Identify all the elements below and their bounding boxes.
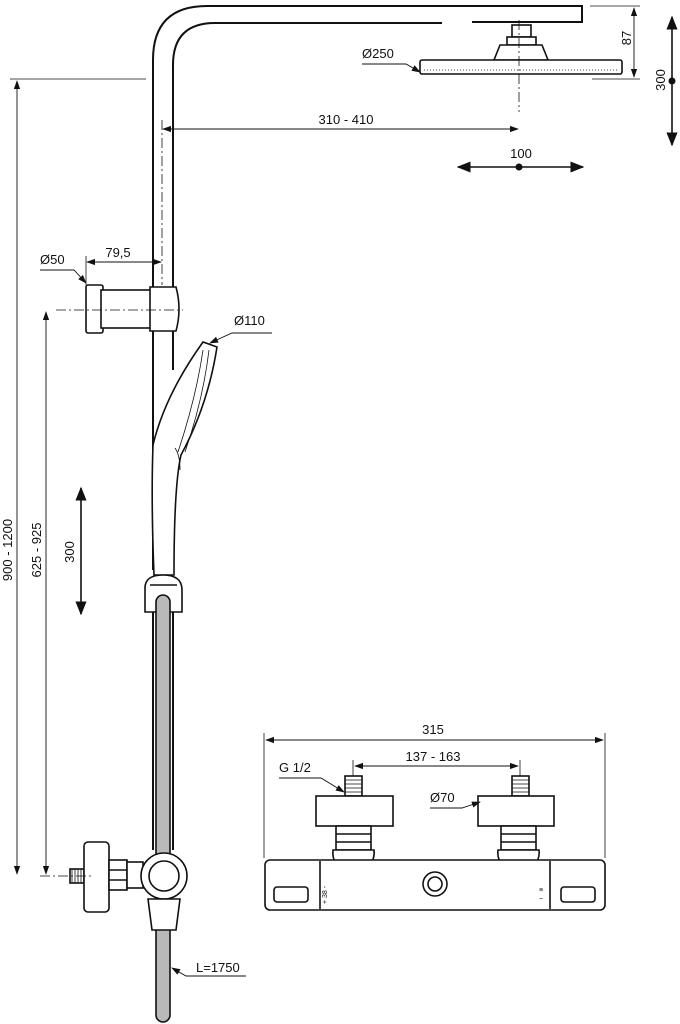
dimension-arm-reach: 310 - 410 xyxy=(162,112,519,133)
dimension-column-height: 900 - 1200 xyxy=(0,80,21,875)
dim-mixer-width-label: 315 xyxy=(422,722,444,737)
dimension-87: 87 xyxy=(619,7,638,78)
dimension-head-move: 100 xyxy=(456,146,585,173)
dim-slider-offset-label: 79,5 xyxy=(105,245,130,260)
dimension-head-adjust: 300 xyxy=(653,15,678,147)
dimension-connection-spacing: 137 - 163 xyxy=(352,749,521,776)
dim-column-height-label: 900 - 1200 xyxy=(0,519,15,581)
flow-symbol-marks: ≡ xyxy=(539,887,543,894)
dim-head-adjust-label: 300 xyxy=(653,69,668,91)
dim-slider-travel-label: 300 xyxy=(62,541,77,563)
dim-hose-length-label: L=1750 xyxy=(196,960,240,975)
dim-connection-thread-label: G 1/2 xyxy=(279,760,311,775)
shower-symbol-marks: ~ xyxy=(539,896,543,903)
dimension-head-diameter: Ø250 xyxy=(362,46,421,73)
dimension-hose-length: L=1750 xyxy=(171,960,246,977)
hand-shower-holder xyxy=(144,574,183,613)
shower-hose xyxy=(155,594,171,1023)
thermostatic-mixer: + 38 - ≡ ~ xyxy=(264,775,606,911)
dim-87-label: 87 xyxy=(619,31,634,45)
dimension-slider-travel: 300 xyxy=(62,486,87,616)
dimension-slider-height: 625 - 925 xyxy=(29,311,50,875)
dim-connection-spacing-label: 137 - 163 xyxy=(406,749,461,764)
dim-cover-diameter-label: Ø70 xyxy=(430,790,455,805)
wall-connection xyxy=(69,841,188,931)
dimension-connection-thread: G 1/2 xyxy=(279,760,345,793)
dim-head-diameter-label: Ø250 xyxy=(362,46,394,61)
dimension-mixer-width: 315 xyxy=(263,722,606,858)
dim-slider-diameter-label: Ø50 xyxy=(40,252,65,267)
centre-lines xyxy=(10,5,640,877)
dimension-cover-diameter: Ø70 xyxy=(430,790,481,809)
hand-shower xyxy=(151,341,218,576)
dim-head-move-label: 100 xyxy=(510,146,532,161)
dimension-slider-offset: 79,5 xyxy=(85,245,162,285)
overhead-shower-head xyxy=(419,24,623,75)
temperature-scale-marks: + 38 - xyxy=(322,885,329,904)
dimension-slider-diameter: Ø50 xyxy=(40,252,87,284)
wall-bracket xyxy=(85,284,180,334)
dim-arm-reach-label: 310 - 410 xyxy=(319,112,374,127)
dim-slider-height-label: 625 - 925 xyxy=(29,523,44,578)
dim-hand-shower-diameter-label: Ø110 xyxy=(234,313,265,328)
shower-column xyxy=(152,5,583,850)
dimension-hand-shower-diameter: Ø110 xyxy=(209,313,272,344)
